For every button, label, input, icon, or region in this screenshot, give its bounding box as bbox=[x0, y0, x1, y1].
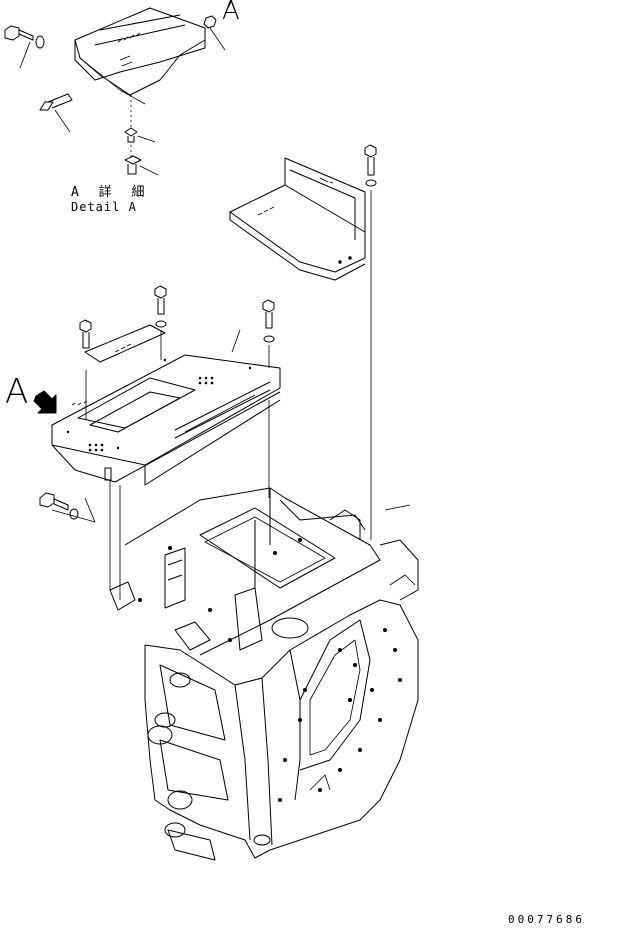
detail-a-label-japanese: A 詳 細 bbox=[71, 185, 151, 200]
bolt-icon bbox=[262, 299, 275, 343]
main-frame bbox=[109, 487, 419, 861]
view-arrow-label: A bbox=[5, 372, 29, 412]
document-number: 00077686 bbox=[508, 913, 585, 926]
clip-icon bbox=[124, 127, 138, 143]
bolt-icon bbox=[39, 492, 79, 520]
detail-a-label-english: Detail A bbox=[71, 200, 137, 214]
bolt-icon bbox=[4, 25, 34, 41]
nut-icon bbox=[203, 15, 217, 29]
detail-callout-label: A bbox=[222, 0, 240, 26]
hinged-cover-panel bbox=[229, 157, 366, 281]
floor-panel bbox=[51, 354, 281, 486]
washer-icon bbox=[35, 35, 45, 49]
cover-plate bbox=[84, 324, 166, 363]
detail-a-view bbox=[4, 0, 233, 176]
bolt-icon bbox=[79, 319, 92, 349]
bolt-icon bbox=[154, 285, 167, 328]
pin-icon bbox=[39, 93, 73, 111]
bracket-icon bbox=[124, 155, 142, 175]
ventilation-holes bbox=[66, 358, 252, 452]
bolt-icon bbox=[364, 144, 377, 187]
rivet-holes bbox=[138, 538, 402, 802]
view-direction-arrow bbox=[33, 390, 57, 414]
